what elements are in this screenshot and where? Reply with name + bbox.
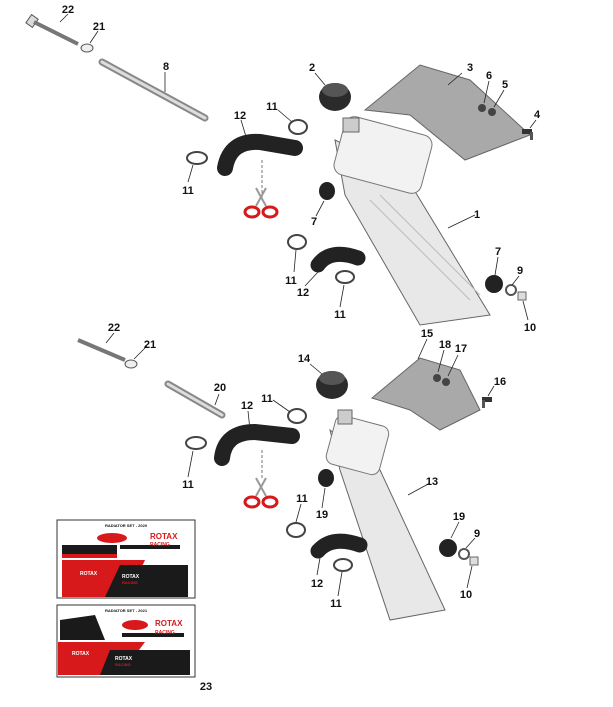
- decal-bottom-brand: ROTAX: [155, 619, 183, 628]
- callout-2: 2: [309, 62, 315, 74]
- clamp-11-f: [185, 436, 207, 450]
- callout-19-left: 19: [316, 509, 328, 521]
- callout-18: 18: [439, 339, 451, 351]
- washer-9-top: [505, 284, 517, 296]
- scissors-icon-bottom: [243, 450, 279, 509]
- decal-sheet-bottom: RADIATOR SET - 2021 ROTAX RACING ROTAX R…: [56, 604, 196, 678]
- clamp-11-c: [287, 234, 307, 250]
- screw-4: [522, 129, 533, 140]
- decal-bottom-mini-a: ROTAX: [72, 651, 90, 657]
- callout-7-right: 7: [495, 246, 501, 258]
- callout-22-top: 22: [62, 4, 74, 16]
- decal-bottom-mini-b: ROTAX: [115, 656, 133, 662]
- grommet-19-left: [318, 469, 334, 487]
- grommet-6-top: [478, 104, 486, 112]
- decal-top-mini-b: ROTAX: [122, 574, 140, 580]
- washer-21-bottom: [124, 359, 138, 369]
- callout-12-c: 12: [241, 400, 253, 412]
- callout-3: 3: [467, 62, 473, 74]
- callout-16: 16: [494, 376, 506, 388]
- radiator-cap-2: [319, 83, 351, 111]
- callout-11-a: 11: [266, 101, 278, 113]
- hose-12-lower-b: [310, 533, 368, 559]
- callout-21-bottom: 21: [144, 339, 156, 351]
- decal-top-brand: ROTAX: [150, 532, 178, 541]
- callout-11-b: 11: [182, 185, 194, 197]
- grommet-7-left: [319, 182, 335, 200]
- radiator-1: [333, 116, 491, 326]
- callout-22-bottom: 22: [108, 322, 120, 334]
- callout-7-left: 7: [311, 216, 317, 228]
- grommet-7-right: [485, 275, 503, 293]
- callout-19-right: 19: [453, 511, 465, 523]
- clamp-11-h: [333, 558, 353, 572]
- clamp-11-d: [335, 270, 355, 284]
- callout-8: 8: [163, 61, 169, 73]
- bolt-22-top: [25, 13, 79, 46]
- screw-10-top: [517, 291, 527, 301]
- clamp-11-e: [287, 408, 307, 424]
- callout-11-c: 11: [285, 275, 297, 287]
- callout-11-d: 11: [334, 309, 346, 321]
- decal-top-mini-c: RACING: [122, 580, 138, 585]
- callout-6: 6: [486, 70, 492, 82]
- callout-9-bottom: 9: [474, 528, 480, 540]
- callout-12-a: 12: [234, 110, 246, 122]
- washer-21-top: [80, 43, 94, 53]
- hose-12-lower: [310, 246, 366, 273]
- decal-sheet-top: RADIATOR SET - 2020 ROTAX RACING ROTAX R…: [56, 519, 196, 599]
- callout-12-d: 12: [311, 578, 323, 590]
- callout-4: 4: [534, 109, 541, 121]
- grommet-5-top: [488, 108, 496, 116]
- callout-15: 15: [421, 328, 433, 340]
- callout-13: 13: [426, 476, 438, 488]
- callout-11-g: 11: [296, 493, 308, 505]
- bolt-22-bottom: [77, 338, 126, 362]
- clamp-11-g: [286, 522, 306, 538]
- callout-17: 17: [455, 343, 467, 355]
- hose-12-upper-b: [214, 423, 300, 466]
- spacer-tube-8: [98, 58, 209, 122]
- spacer-20: [164, 380, 226, 419]
- callout-20: 20: [214, 382, 226, 394]
- callout-10-top: 10: [524, 322, 536, 334]
- callout-11-h: 11: [330, 598, 342, 610]
- clamp-11-a: [288, 119, 308, 135]
- decal-top-header: RADIATOR SET - 2020: [105, 523, 148, 528]
- grommet-18: [433, 374, 441, 382]
- decal-bottom-mini-c: RACING: [115, 662, 131, 667]
- screw-16: [482, 397, 492, 408]
- callout-23: 23: [200, 681, 212, 693]
- callout-10-bottom: 10: [460, 589, 472, 601]
- callout-labels: 22 21 8 2 3 6 5 4 11 12 11 7 1 11 12 11 …: [62, 4, 541, 693]
- grommet-19-right: [439, 539, 457, 557]
- callout-11-f: 11: [182, 479, 194, 491]
- clamp-11-b: [186, 151, 208, 165]
- decal-bottom-header: RADIATOR SET - 2021: [105, 608, 148, 613]
- decal-top-mini-a: ROTAX: [80, 571, 98, 577]
- scissors-icon-top: [243, 160, 279, 219]
- screw-10-bottom: [469, 556, 479, 566]
- callout-1: 1: [474, 209, 480, 221]
- radiator-13: [325, 409, 446, 621]
- radiator-cap-14: [316, 371, 348, 399]
- bracket-15: [370, 357, 481, 431]
- callout-14: 14: [298, 353, 311, 365]
- leader-lines: [59, 13, 537, 597]
- hose-12-upper: [217, 133, 303, 176]
- grommet-17: [442, 378, 450, 386]
- decal-top-sub: RACING: [150, 542, 170, 548]
- callout-21-top: 21: [93, 21, 105, 33]
- decal-bottom-sub: RACING: [155, 630, 175, 636]
- callout-9-top: 9: [517, 265, 523, 277]
- callout-12-b: 12: [297, 287, 309, 299]
- washer-9-bottom: [458, 548, 470, 560]
- callout-11-e: 11: [261, 393, 273, 405]
- callout-5: 5: [502, 79, 508, 91]
